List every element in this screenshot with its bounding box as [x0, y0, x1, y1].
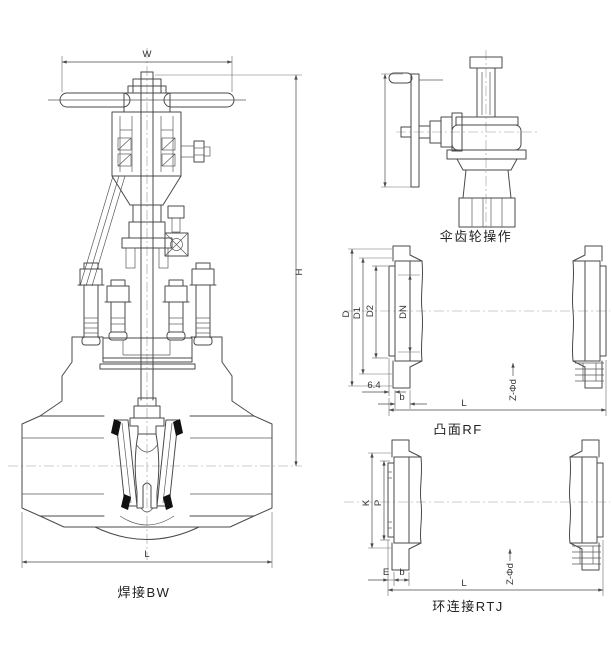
- dim-label-l: L: [144, 549, 149, 560]
- dim-dn: DN: [398, 274, 420, 353]
- dim-label-rf-l: L: [461, 398, 466, 409]
- bw-valve-view: W H L 焊接BW: [8, 48, 305, 600]
- dim-k: K: [361, 452, 391, 549]
- dim-b-rtj: b: [393, 567, 410, 586]
- break-line: [420, 260, 424, 362]
- dim-label-rtj-boltholes: Z-Φd: [505, 563, 516, 585]
- break-line: [419, 456, 423, 544]
- dim-h: H: [155, 74, 305, 467]
- dim-label-rtj-b: b: [399, 567, 404, 578]
- gate-wedge: [111, 397, 183, 513]
- break-line: [571, 260, 575, 362]
- dim-label-w: W: [143, 49, 152, 60]
- seat-ring: [173, 419, 183, 436]
- rtj-bolt-hole: [572, 545, 601, 565]
- dim-label-rf-boltholes: Z-Φd: [508, 379, 519, 401]
- rf-caption: 凸面RF: [433, 422, 482, 437]
- dim-gear-height: [381, 73, 411, 188]
- dim-bolt-holes-rtj: Z-Φd: [505, 548, 516, 585]
- bevel-gear-view: 伞齿轮操作: [381, 50, 540, 244]
- dim-w: W: [61, 49, 233, 92]
- bw-caption: 焊接BW: [118, 585, 171, 600]
- break-line: [568, 456, 572, 544]
- rtj-caption: 环连接RTJ: [432, 599, 504, 614]
- valve-stem: [140, 71, 154, 401]
- bonnet: [99, 337, 196, 370]
- dim-l-rtj: L: [387, 540, 604, 596]
- dim-label-rtj-l: L: [461, 578, 466, 589]
- dim-d: D: [341, 248, 392, 387]
- dim-face-height: 6.4: [362, 358, 406, 409]
- yoke-bearings: [117, 137, 176, 167]
- gear-caption: 伞齿轮操作: [440, 229, 513, 244]
- side-handwheel: [388, 72, 463, 188]
- dim-b-rf: b: [378, 390, 427, 409]
- dim-p: P: [373, 460, 390, 541]
- grease-fitting: [181, 140, 211, 163]
- yoke-head: [111, 111, 182, 206]
- rf-right-flange: [571, 245, 607, 389]
- seat-ring: [111, 419, 121, 436]
- dim-label-e: E: [383, 567, 389, 578]
- dim-l-bw: L: [21, 512, 273, 568]
- stuffing-box: [121, 204, 173, 269]
- body-bottom-bulge: [94, 526, 200, 540]
- gearbox: [446, 116, 527, 228]
- dim-label-p: P: [373, 500, 384, 506]
- dim-label-rf-b: b: [399, 392, 404, 403]
- dim-label-dn: DN: [398, 305, 409, 319]
- dim-d1: D1: [352, 257, 392, 375]
- seat-ring: [121, 494, 131, 510]
- dim-label-rf-face: 6.4: [367, 380, 380, 391]
- dim-bolt-holes-rf: Z-Φd: [508, 362, 519, 401]
- rtj-right-flange: [568, 439, 604, 571]
- dim-label-d: D: [341, 310, 352, 317]
- rtj-flange-view: K P E b Z-Φd L: [344, 439, 610, 614]
- dim-d2: D2: [365, 265, 388, 359]
- dim-label-d1: D1: [352, 307, 363, 319]
- dim-label-d2: D2: [365, 305, 376, 317]
- dim-label-k: K: [361, 499, 372, 506]
- backseat-fitting: [164, 205, 189, 257]
- rf-flange-view: D D1 D2 DN 6.4: [341, 245, 610, 437]
- dim-label-h: H: [294, 268, 305, 275]
- rf-bolt-hole: [575, 362, 604, 382]
- rtj-left-flange: [387, 439, 423, 571]
- valve-body: [21, 336, 273, 540]
- seat-ring: [163, 494, 173, 510]
- dim-l-rf: L: [388, 360, 607, 416]
